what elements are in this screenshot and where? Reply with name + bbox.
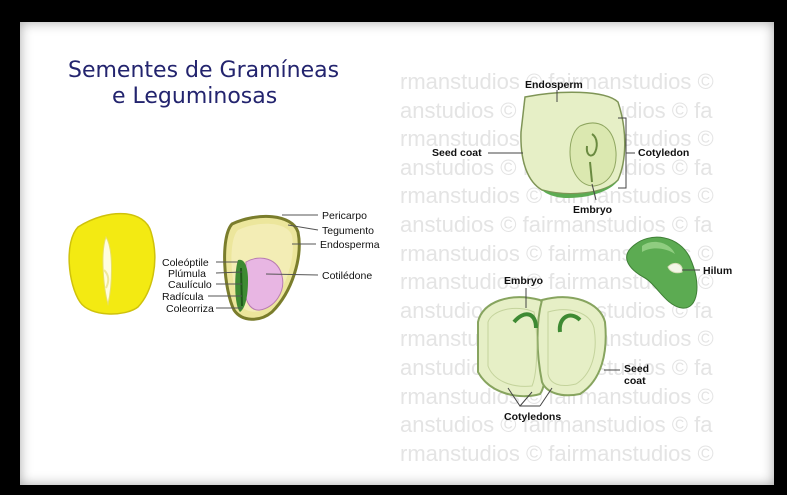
label-endosperm: Endosperm (525, 79, 583, 91)
label-endosperma: Endosperma (320, 239, 380, 251)
corn-kernel-exterior (69, 214, 155, 314)
label-embryo-bottom: Embryo (504, 275, 543, 287)
diagram-canvas: Pericarpo Tegumento Endosperma Cotilédon… (20, 22, 774, 485)
label-cauliculo: Caulículo (168, 279, 212, 291)
legume-seed-section (521, 92, 625, 198)
corn-kernel-section (225, 216, 300, 319)
label-coleorriza: Coleorriza (166, 303, 214, 315)
label-seed-coat-2b: coat (624, 375, 646, 387)
label-seed-coat: Seed coat (432, 147, 482, 159)
label-embryo-top: Embryo (573, 204, 612, 216)
label-hilum: Hilum (703, 265, 732, 277)
label-cotiledone: Cotilédone (322, 270, 372, 282)
label-seed-coat-2: Seed (624, 363, 649, 375)
bean-opened (478, 297, 606, 396)
label-cotyledons: Cotyledons (504, 411, 561, 423)
slide: rmanstudios © fairmanstudios © anstudios… (20, 22, 774, 485)
label-pericarpo: Pericarpo (322, 210, 367, 222)
bean-whole (627, 237, 700, 308)
label-cotyledon: Cotyledon (638, 147, 689, 159)
label-tegumento: Tegumento (322, 225, 374, 237)
label-radicula: Radícula (162, 291, 204, 303)
